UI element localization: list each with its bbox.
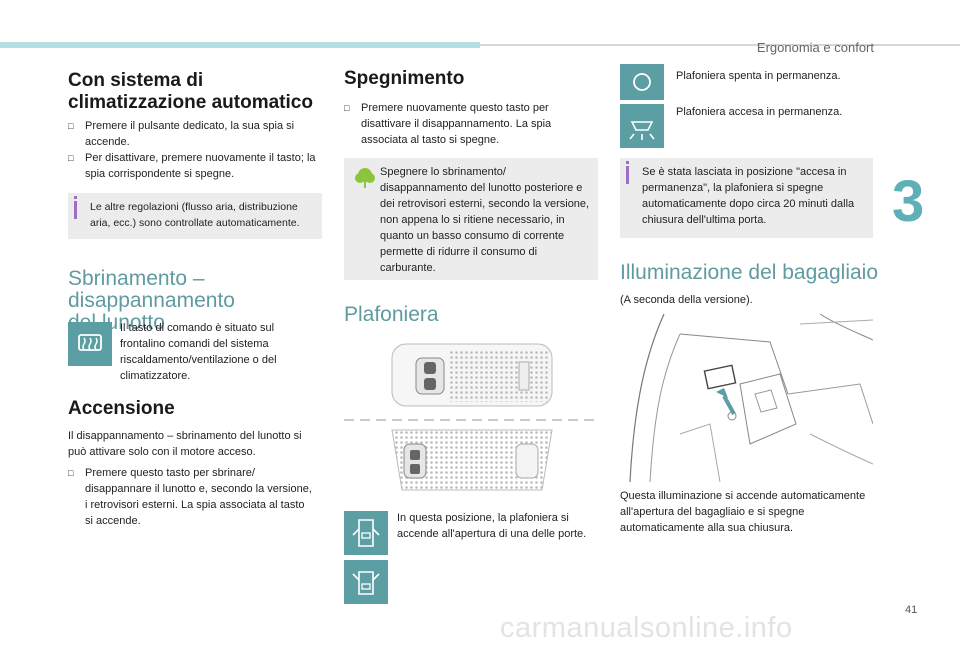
list-item-text: Premere nuovamente questo tasto per disa… (361, 102, 552, 146)
list-item: □ Per disattivare, premere nuovamente il… (68, 150, 320, 182)
heading-line: Con sistema di (68, 70, 204, 91)
eco-info-box: Spegnere lo sbrinamento/ disappannamento… (344, 158, 598, 280)
eco-leaf-icon (355, 168, 375, 188)
lamp-off-icon (620, 64, 664, 100)
chapter-number: 3 (892, 169, 925, 234)
heading-plafoniera: Plafoniera (344, 303, 439, 326)
watermark: carmanualsonline.info (500, 612, 793, 644)
ceiling-light-illustration (344, 343, 598, 491)
trunk-light-caption: Questa illuminazione si accende automati… (620, 490, 866, 534)
rear-defrost-icon (68, 322, 112, 366)
heading-spegnimento: Spegnimento (344, 68, 465, 89)
list-item-text: Per disattivare, premere nuovamente il t… (85, 152, 316, 180)
door-position-description: In questa posizione, la plafoniera si ac… (397, 512, 587, 540)
list-item-text: Premere il pulsante dedicato, la sua spi… (85, 120, 295, 148)
list-item: □ Premere nuovamente questo tasto per di… (344, 100, 594, 148)
list-item: □ Premere il pulsante dedicato, la sua s… (68, 118, 320, 150)
lamp-off-description: Plafoniera spenta in permanenza. (676, 70, 841, 82)
version-note: (A seconda della versione). (620, 294, 753, 306)
section-title: Ergonomia e confort (756, 40, 874, 55)
heading-accensione: Accensione (68, 398, 175, 419)
header-accent-bar (0, 42, 480, 48)
info-marker (74, 201, 77, 219)
info-box: Se è stata lasciata in posizione "accesa… (620, 158, 873, 238)
lamp-on-icon (620, 104, 664, 148)
info-text: Le altre regolazioni (flusso aria, distr… (90, 201, 300, 229)
header-rule (480, 44, 960, 46)
info-marker (626, 166, 629, 184)
info-text: Se è stata lasciata in posizione "accesa… (642, 166, 855, 226)
square-bullet-icon: □ (344, 103, 350, 113)
heading-automatic-climate: Con sistema di climatizzazione automatic… (68, 70, 328, 114)
heading-line: Sbrinamento – disappannamento (68, 267, 235, 312)
info-icon (626, 161, 629, 164)
heading-line: climatizzazione automatico (68, 92, 313, 113)
list-item-text: Premere questo tasto per sbrinare/ disap… (85, 467, 312, 527)
paragraph: Il disappannamento – sbrinamento del lun… (68, 430, 302, 458)
defrost-description: Il tasto di comando è situato sul fronta… (120, 322, 277, 382)
door-open-icon (344, 560, 388, 604)
bullet-list: □ Premere questo tasto per sbrinare/ dis… (68, 465, 313, 529)
info-box: Le altre regolazioni (flusso aria, distr… (68, 193, 322, 239)
square-bullet-icon: □ (68, 468, 74, 478)
info-icon (74, 196, 77, 199)
heading-trunk-light: Illuminazione del bagagliaio (620, 261, 879, 284)
square-bullet-icon: □ (68, 121, 74, 131)
lamp-on-description: Plafoniera accesa in permanenza. (676, 106, 843, 118)
bullet-list: □ Premere il pulsante dedicato, la sua s… (68, 118, 320, 182)
door-open-icon (344, 511, 388, 555)
list-item: □ Premere questo tasto per sbrinare/ dis… (68, 465, 313, 529)
page-number: 41 (905, 604, 918, 616)
trunk-illustration (629, 314, 873, 482)
eco-info-text: Spegnere lo sbrinamento/ disappannamento… (380, 166, 590, 274)
square-bullet-icon: □ (68, 153, 74, 163)
bullet-list: □ Premere nuovamente questo tasto per di… (344, 100, 594, 148)
